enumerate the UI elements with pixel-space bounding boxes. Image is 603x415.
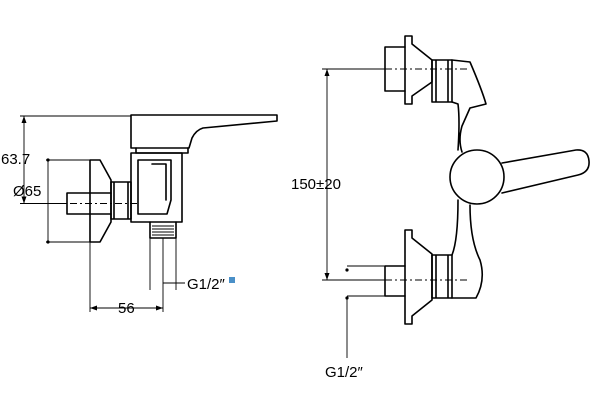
side-depth-label: 56 xyxy=(118,300,135,317)
front-lever-handle xyxy=(501,149,590,194)
side-dim-56-arrow-right xyxy=(156,305,163,311)
front-lower-nut xyxy=(431,254,453,299)
front-spacing-label: 150±20 xyxy=(291,176,341,193)
front-upper-rosette xyxy=(404,35,433,105)
side-dim-63-arrow-bottom xyxy=(21,196,27,204)
side-body-detail xyxy=(137,159,172,215)
front-thread-label: G1/2″ xyxy=(325,364,364,381)
front-dim-150-arrow-bottom xyxy=(324,273,330,280)
front-upper-nut xyxy=(431,59,453,103)
side-hex-nut xyxy=(110,181,132,220)
front-view: 150±20 G1/2″ xyxy=(291,35,590,381)
front-lower-rosette xyxy=(404,229,433,325)
side-dim-56-arrow-left xyxy=(90,305,97,311)
side-cartridge xyxy=(135,147,189,154)
side-thread-marker xyxy=(229,277,235,283)
front-body-lower-arm xyxy=(451,199,484,299)
side-outlet-thread xyxy=(149,221,177,239)
side-dim-65-mark-bottom xyxy=(46,240,50,244)
side-wall-rosette xyxy=(89,159,112,243)
front-body-upper-arm xyxy=(451,59,487,153)
side-diameter-label: Ø65 xyxy=(13,183,41,200)
side-view: 63.7 Ø65 G1/2″ 56 xyxy=(1,114,278,317)
side-lever-handle xyxy=(130,114,278,149)
front-thread-mark-top xyxy=(345,268,349,272)
side-dim-63-arrow-top xyxy=(21,116,27,123)
side-height-label: 63.7 xyxy=(1,151,30,168)
front-dim-150-arrow-top xyxy=(324,69,330,76)
front-lower-pipe xyxy=(384,265,406,297)
front-body-hub xyxy=(449,149,505,205)
side-dim-65-mark-top xyxy=(46,158,50,162)
side-thread-hatch xyxy=(152,225,174,236)
side-thread-label: G1/2″ xyxy=(187,276,226,293)
